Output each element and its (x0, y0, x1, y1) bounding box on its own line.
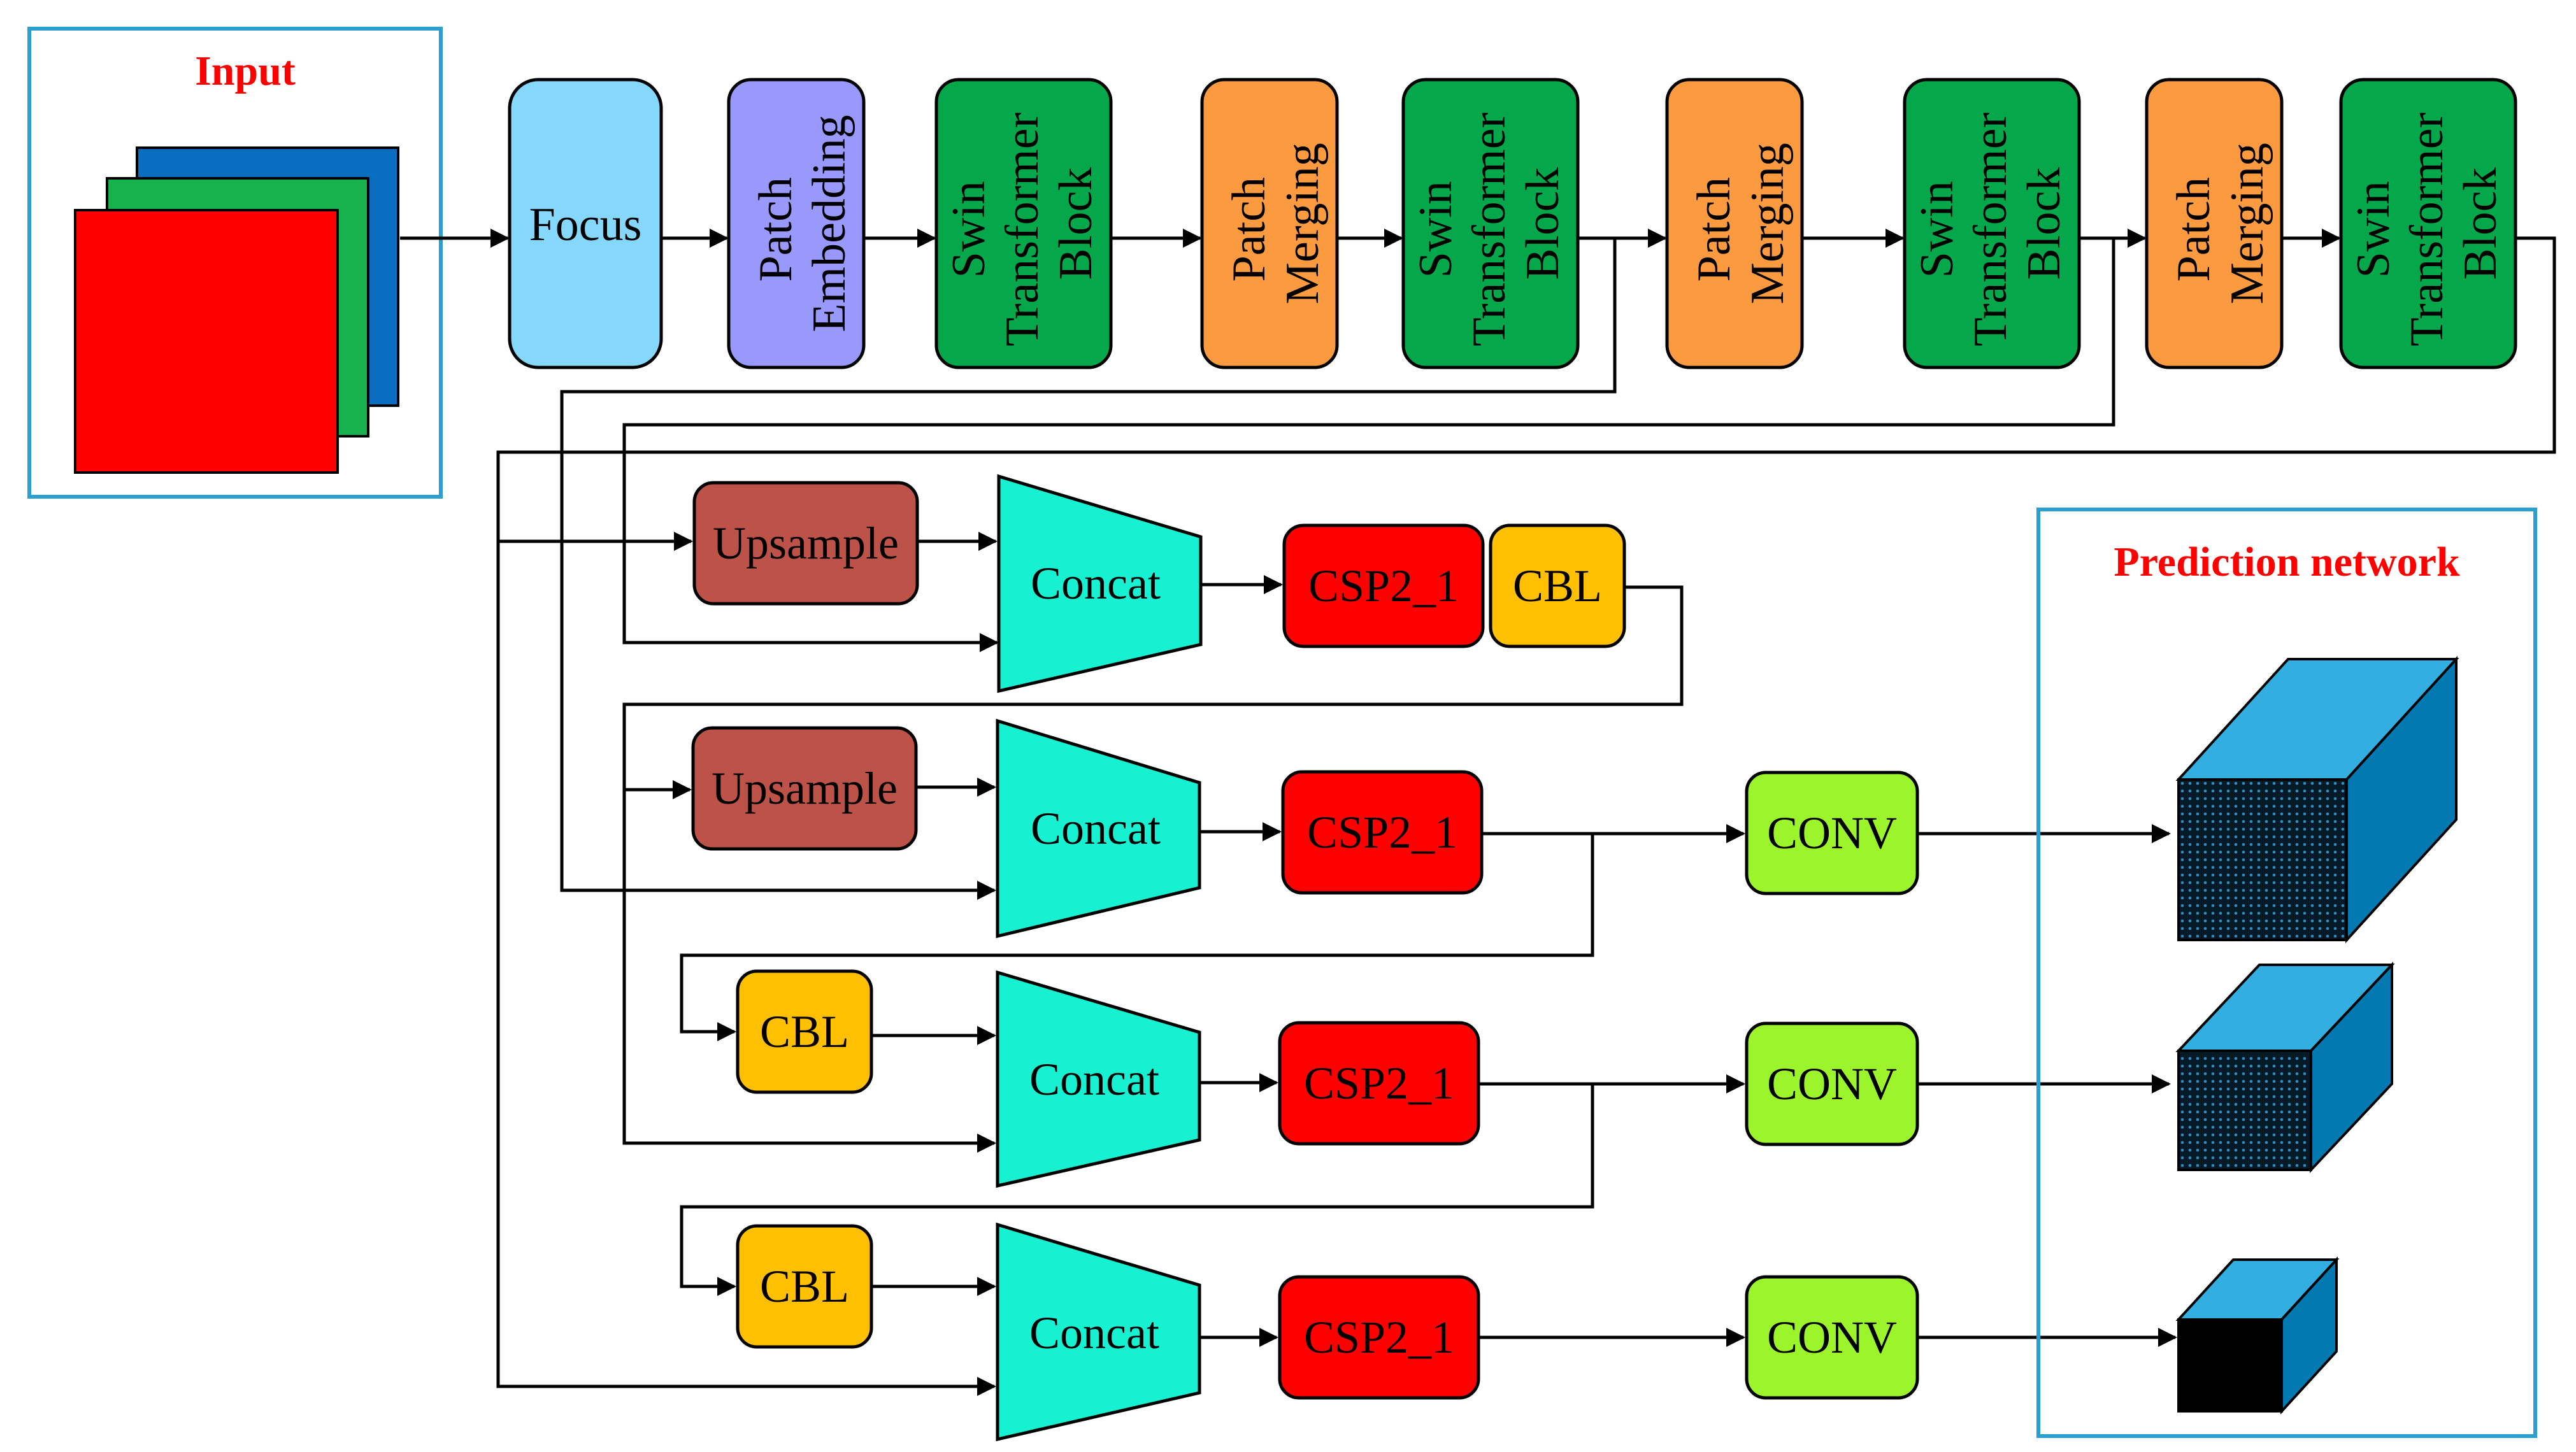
swin-1-line-3: Block (1050, 167, 1102, 280)
cube-large-front (2177, 778, 2348, 941)
csp-label-1: CSP2_1 (1308, 560, 1459, 611)
neck-row-3: CBL Concat CSP2_1 CONV (622, 704, 2171, 1296)
patch-merging-2-line-1: Patch (1688, 177, 1740, 281)
cbl-label-2: CBL (760, 1006, 849, 1057)
upsample-label-2: Upsample (712, 763, 898, 814)
patch-merging-1-line-1: Patch (1223, 177, 1275, 281)
conv-label-3: CONV (1767, 1312, 1897, 1363)
svg-text:Swin Transformer: Swin Transformer Block (1911, 101, 2070, 346)
swin-box-4 (2339, 78, 2517, 369)
swin-4-line-1: Swin (2347, 181, 2400, 278)
cbl-block-2 (736, 969, 873, 1094)
input-panel: Input (27, 27, 443, 499)
swin-1-line-1: Swin (943, 181, 995, 278)
connector-wires (496, 236, 2556, 1396)
focus-label: Focus (529, 199, 642, 251)
wire-csp2-to-cbl2 (680, 834, 1594, 1041)
patch-merging-3-line-2: Merging (2221, 143, 2273, 304)
patch-merging-2-line-2: Merging (1742, 143, 1794, 304)
neck-row-4: CBL Concat CSP2_1 CONV (736, 1222, 2177, 1442)
patch-embedding-line-1: Patch (750, 177, 802, 281)
swin-box-1 (934, 78, 1113, 369)
patch-merging-3-line-1: Patch (2168, 177, 2220, 281)
prediction-cube-large (2175, 655, 2459, 944)
swin-3-line-2: Transformer (1964, 113, 2017, 346)
svg-text:Patch Merging: Patch Merging (1223, 143, 1329, 304)
concat-block-1 (997, 474, 1203, 694)
input-title: Input (195, 48, 296, 94)
csp-label-3: CSP2_1 (1304, 1058, 1454, 1109)
swin-4-line-2: Transformer (2401, 113, 2453, 346)
swin-2-line-3: Block (1517, 167, 1569, 280)
csp-label-4: CSP2_1 (1304, 1312, 1454, 1363)
cube-small-front (2177, 1318, 2283, 1413)
patch-embedding-box (727, 78, 866, 369)
swin-4-line-3: Block (2454, 167, 2507, 280)
svg-text:Swin Transformer: Swin Transformer Block (943, 101, 1102, 346)
neck-row-2: Upsample Concat CSP2_1 CONV (680, 718, 2171, 1041)
patch-merging-1-line-2: Merging (1277, 143, 1329, 304)
wire-cbl1-to-upsample2 (622, 585, 1684, 799)
concat-label-4: Concat (1029, 1307, 1159, 1358)
wire-swin2-to-concat2 (560, 238, 1617, 900)
csp-label-2: CSP2_1 (1307, 807, 1457, 858)
csp-block-1 (1282, 523, 1485, 648)
swin-2-line-2: Transformer (1463, 113, 1515, 346)
concat-label-3: Concat (1029, 1054, 1159, 1105)
concat-label-1: Concat (1031, 558, 1161, 609)
swin-transformer-block-2: Swin Transformer Block (1401, 78, 1580, 369)
patch-merging-block-1: Patch Merging (1200, 78, 1339, 369)
svg-text:Patch Merging: Patch Merging (2168, 143, 2273, 304)
swin-transformer-block-1: Swin Transformer Block (934, 78, 1113, 369)
patch-merging-box-2 (1665, 78, 1804, 369)
conv-label-2: CONV (1767, 1058, 1897, 1109)
cbl-label-3: CBL (760, 1261, 849, 1312)
prediction-cube-small (2175, 1256, 2340, 1415)
svg-text:Swin Transformer: Swin Transformer Block (2347, 101, 2507, 346)
cube-medium-front (2177, 1050, 2312, 1171)
upsample-label-1: Upsample (713, 518, 899, 569)
input-layer-red (74, 209, 339, 474)
patch-embedding-line-2: Embedding (803, 115, 855, 332)
prediction-title: Prediction network (2114, 539, 2460, 585)
concat-block-3 (996, 970, 1201, 1188)
concat-block-2 (996, 718, 1201, 939)
swin-box-2 (1401, 78, 1580, 369)
patch-merging-block-2: Patch Merging (1665, 78, 1804, 369)
swin-transformer-block-4: Swin Transformer Block (2339, 78, 2517, 369)
swin-1-line-2: Transformer (996, 113, 1048, 346)
concat-block-4 (996, 1222, 1201, 1442)
focus-block (508, 78, 663, 369)
wire-swin3-to-concat1 (622, 238, 2115, 652)
conv-label-1: CONV (1767, 808, 1897, 858)
patch-merging-box-3 (2145, 78, 2284, 369)
prediction-cube-medium (2175, 961, 2395, 1174)
wire-swin4-to-concat5 (496, 236, 2556, 1396)
svg-text:Patch Merging: Patch Merging (1688, 143, 1794, 304)
input-frame (27, 27, 443, 499)
swin-3-line-1: Swin (1911, 181, 1963, 278)
swin-box-3 (1903, 78, 2081, 369)
backbone: Focus Patch Embedding Swin Transformer B… (400, 78, 2517, 369)
patch-embedding-block: Patch Embedding (727, 78, 866, 369)
patch-merging-block-3: Patch Merging (2145, 78, 2284, 369)
neck-row-1: Upsample Concat CSP2_1 CBL (622, 474, 1684, 799)
svg-text:Swin Transformer: Swin Transformer Block (1410, 101, 1569, 346)
patch-merging-box-1 (1200, 78, 1339, 369)
cbl-label-1: CBL (1513, 560, 1602, 611)
upsample-block-1 (692, 481, 919, 606)
concat-label-2: Concat (1031, 803, 1161, 854)
svg-text:Patch Embedding: Patch Embedding (750, 115, 855, 332)
prediction-network: Prediction network (2036, 508, 2537, 1438)
swin-2-line-1: Swin (1410, 181, 1462, 278)
wire-csp3-to-cbl3 (680, 1084, 1594, 1296)
swin-transformer-block-3: Swin Transformer Block (1903, 78, 2081, 369)
input-image-stack (74, 146, 399, 474)
swin-3-line-3: Block (2018, 167, 2070, 280)
wire-to-concat3 (622, 704, 996, 1153)
prediction-frame (2036, 508, 2537, 1438)
